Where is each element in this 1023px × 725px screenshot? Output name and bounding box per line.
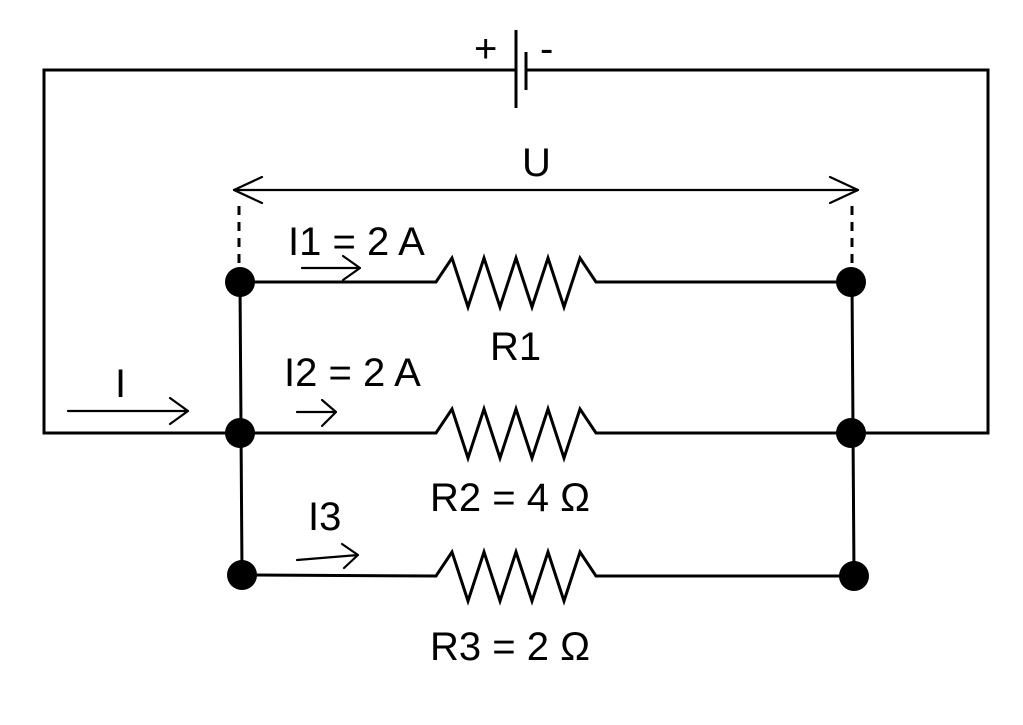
- node-left-bottom: [227, 560, 257, 590]
- outer-wire-right: [526, 68, 990, 435]
- current-arrow-i2: [295, 398, 338, 428]
- node-left-middle: [225, 418, 255, 448]
- voltage-arrow-left-head: [232, 175, 264, 205]
- current-arrow-i3: [295, 542, 360, 570]
- voltage-label: U: [522, 141, 551, 185]
- current-label-i3: I3: [308, 495, 341, 539]
- branch-1: I1 = 2 A R1: [240, 220, 850, 369]
- resistor-r2: [240, 404, 850, 463]
- node-right-top: [836, 267, 866, 297]
- battery-minus-label: -: [540, 27, 553, 71]
- battery-symbol: [514, 30, 528, 108]
- current-arrow-i1: [300, 254, 362, 282]
- resistor-label-r2: R2 = 4 Ω: [430, 476, 590, 520]
- node-left-top: [225, 267, 255, 297]
- node-right-bottom: [839, 561, 869, 591]
- branch-2: I2 = 2 A R2 = 4 Ω: [240, 351, 850, 520]
- resistor-label-r3: R3 = 2 Ω: [430, 625, 590, 669]
- current-label-i1: I1 = 2 A: [288, 220, 425, 264]
- current-arrow-total: [66, 396, 190, 426]
- resistor-label-r1: R1: [490, 325, 541, 369]
- branch-3: I3 R3 = 2 Ω: [241, 495, 854, 669]
- current-label-total: I: [115, 362, 126, 406]
- resistor-r1: [240, 253, 850, 312]
- outer-wire-left: [42, 68, 516, 435]
- current-label-i2: I2 = 2 A: [284, 351, 421, 395]
- battery-plus-label: +: [474, 27, 497, 71]
- resistor-r3: [241, 547, 854, 606]
- node-right-middle: [836, 418, 866, 448]
- voltage-arrow-right-head: [828, 175, 860, 205]
